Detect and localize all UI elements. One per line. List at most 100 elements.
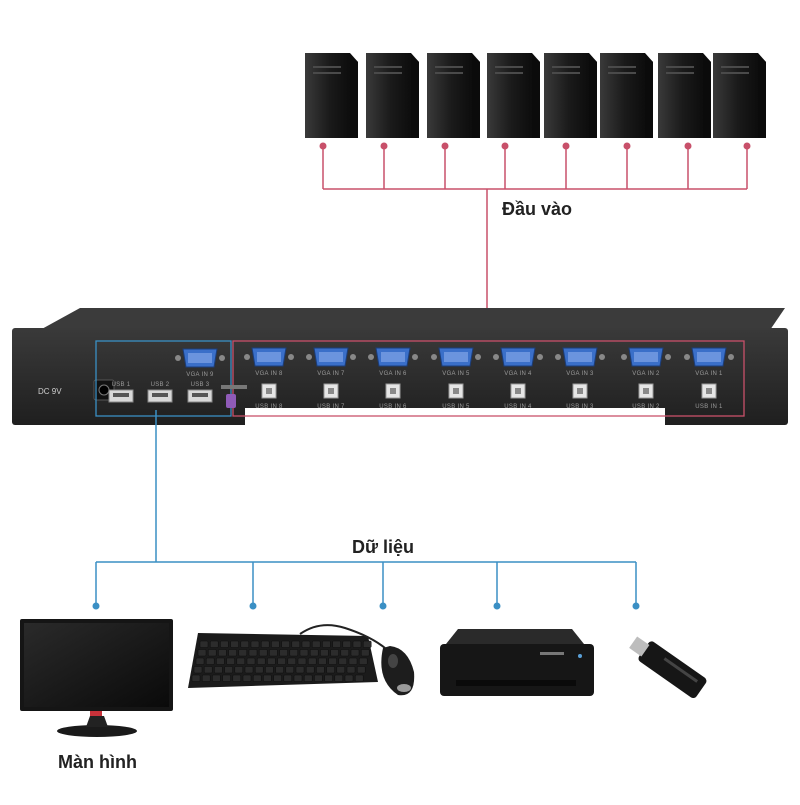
keyboard-key [240, 640, 250, 648]
keyboard-key [273, 674, 282, 682]
usb-drive-stripe [663, 657, 699, 683]
vga-port-label: VGA IN 6 [379, 371, 407, 377]
vga-in-port: VGA IN 1 [684, 347, 734, 377]
keyboard-keys [191, 640, 372, 682]
keyboard-key [195, 657, 205, 665]
keyboard-key [256, 657, 266, 665]
switch-top-face [40, 308, 785, 330]
usb-in-port: USB IN 2 [632, 383, 660, 410]
keyboard-key [242, 674, 252, 682]
keyboard-key [193, 666, 203, 674]
output-connection-dot [493, 602, 501, 610]
usb-drive [629, 636, 707, 699]
output-connection-lines [92, 410, 640, 610]
input-connection-dot [562, 142, 570, 150]
keyboard-key [197, 649, 207, 657]
vga-screw [665, 354, 671, 360]
vga-port-label: VGA IN 8 [255, 371, 283, 377]
usb-b-socket [577, 388, 583, 394]
usb-b-socket [515, 388, 521, 394]
usb-a-socket [113, 393, 129, 397]
monitor-led [90, 711, 102, 716]
vga-port-label: VGA IN 2 [632, 371, 660, 377]
usb-in-label: USB IN 1 [695, 404, 723, 410]
input-connection-dot [684, 142, 692, 150]
tower-front [600, 53, 645, 138]
usb-b-socket [328, 388, 334, 394]
usb-a-label: USB 1 [112, 382, 131, 388]
input-connection-dot [743, 142, 751, 150]
keyboard-key [248, 649, 258, 657]
usb-a-port: USB 2 [147, 382, 173, 403]
tower-side [703, 53, 711, 138]
vga-pins [568, 352, 592, 362]
usb-in-label: USB IN 3 [566, 404, 594, 410]
computer-tower [600, 53, 653, 138]
tower-drive-bay [374, 66, 402, 68]
tower-drive-bay [721, 72, 749, 74]
vga-pins [188, 353, 212, 363]
data-label: Dữ liệu [352, 537, 415, 557]
keyboard-key [318, 657, 327, 665]
keyboard-cable [299, 624, 386, 649]
keyboard-key [350, 649, 360, 657]
keyboard-key [250, 640, 260, 648]
computer-tower [305, 53, 358, 138]
keyboard-key [338, 657, 348, 665]
output-connection-dot [249, 602, 257, 610]
console-vga-port: VGA IN 9 [175, 348, 225, 378]
keyboard-key [291, 640, 301, 648]
monitor-label: Màn hình [58, 752, 137, 772]
usb-in-port: USB IN 6 [379, 383, 407, 410]
usb-in-label: USB IN 7 [317, 404, 345, 410]
keyboard-key [269, 649, 278, 657]
keyboard-key [352, 640, 362, 648]
vga-in-port: VGA IN 5 [431, 347, 481, 377]
vga-screw [244, 354, 250, 360]
keyboard-key [301, 640, 311, 648]
keyboard-key [309, 649, 319, 657]
keyboard-key [285, 666, 295, 674]
keyboard-key [303, 674, 313, 682]
vga-screw [306, 354, 312, 360]
keyboard-key [279, 649, 288, 657]
computer-tower [366, 53, 419, 138]
tower-side [758, 53, 766, 138]
console-port-group [95, 340, 232, 417]
keyboard-key [305, 666, 315, 674]
tower-front [713, 53, 758, 138]
keyboard-key [324, 674, 333, 682]
keyboard-key [297, 657, 307, 665]
printer [440, 629, 594, 696]
printer-tray [456, 680, 576, 686]
keyboard-key [283, 674, 293, 682]
keyboard-key [346, 666, 356, 674]
inputs-label: Đầu vào [502, 199, 573, 219]
vga-pins [697, 352, 721, 362]
vga-in-port: VGA IN 4 [493, 347, 543, 377]
input-connection-dot [319, 142, 327, 150]
printer-top [446, 629, 584, 644]
keyboard-key [360, 649, 370, 657]
keyboard-key [207, 649, 217, 657]
vga-port-label: VGA IN 5 [442, 371, 470, 377]
keyboard-key [244, 666, 254, 674]
mouse-grip [397, 684, 411, 692]
vga-screw [599, 354, 605, 360]
keyboard-key [226, 657, 235, 665]
keyboard-key [342, 640, 352, 648]
usb-a-port: USB 1 [108, 382, 134, 403]
keyboard-key [314, 674, 323, 682]
keyboard-key [293, 674, 303, 682]
tower-front [544, 53, 589, 138]
usb-in-label: USB IN 5 [442, 404, 470, 410]
vga-screw [368, 354, 374, 360]
tower-side [589, 53, 597, 138]
keyboard-key [326, 666, 335, 674]
keyboard-key [311, 640, 321, 648]
monitor-screen [24, 623, 169, 707]
usb-in-label: USB IN 2 [632, 404, 660, 410]
vga-screw [412, 354, 418, 360]
